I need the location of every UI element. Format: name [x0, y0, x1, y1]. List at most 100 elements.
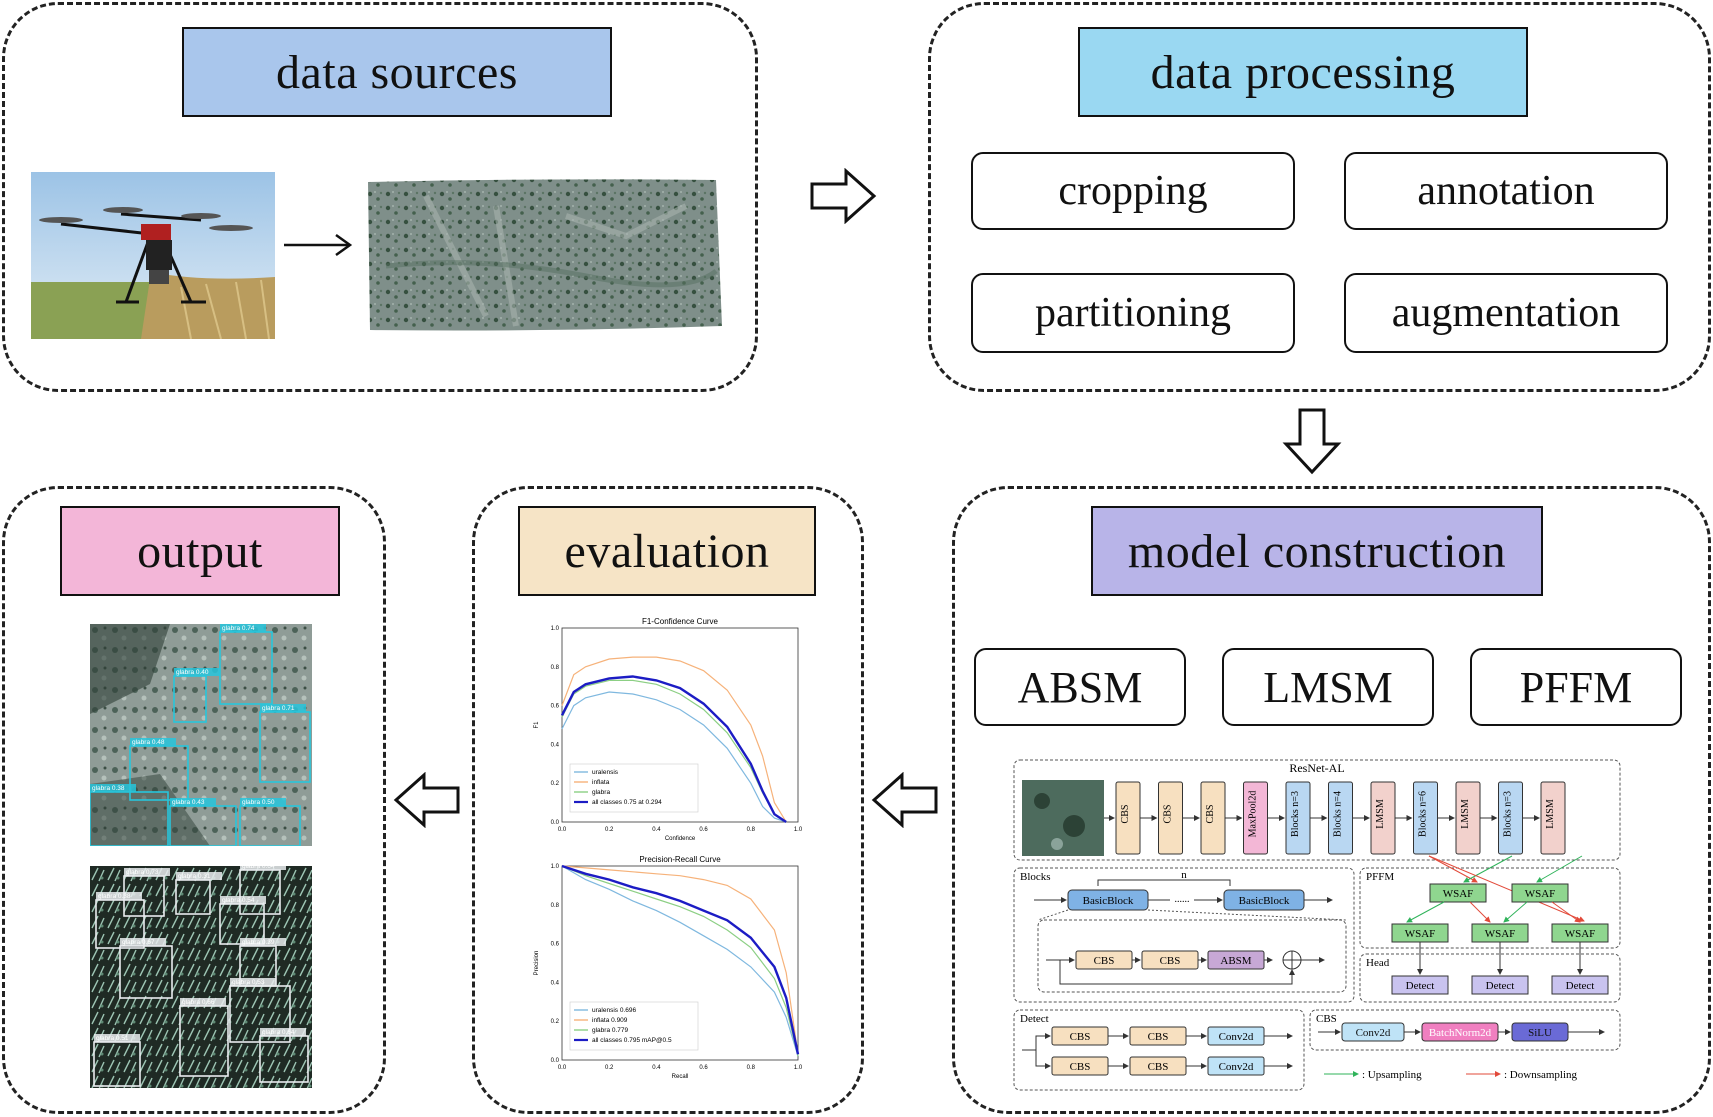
detect-chain-label-0-0: CBS: [1070, 1031, 1091, 1043]
det2-tag-bg-10: [94, 1034, 140, 1042]
cbs-frame-label: CBS: [1316, 1013, 1337, 1025]
blocks-label: Blocks: [1020, 871, 1051, 883]
wsaf-label-1: WSAF: [1525, 888, 1556, 900]
precision-recall-chart: Precision-Recall Curve0.00.00.20.20.40.4…: [534, 855, 803, 1080]
f1svg-xtick-5: 1.0: [794, 827, 803, 833]
prsvg-ytick-3: 0.6: [551, 942, 560, 948]
detect-frame-label: Detect: [1020, 1013, 1049, 1025]
f1svg-ytick-4: 0.8: [551, 665, 560, 671]
backbone-block-10: [1540, 781, 1566, 855]
f1svg-ytick-0: 0.0: [551, 820, 560, 826]
det2-tag-7: glabra 0.53: [232, 979, 265, 986]
pffm-module: PFFM: [1470, 648, 1682, 726]
detect-chain-label-0-2: Conv2d: [1219, 1031, 1254, 1043]
prsvg-xtick-2: 0.4: [652, 1065, 661, 1071]
backbone-label-8: LMSM: [1460, 799, 1471, 829]
f1svg-legend-label-2: glabra: [592, 789, 610, 796]
detect-label-2: Detect: [1566, 980, 1595, 992]
det2-tag-bg-2: [240, 866, 286, 870]
wsaf-label-2: WSAF: [1405, 928, 1436, 940]
detect-label-1: Detect: [1486, 980, 1515, 992]
flow-arrow-left-icon-2: [393, 772, 460, 828]
det1-tag-bg-6: [240, 798, 286, 806]
prsvg-legend-label-0: uralensis 0.696: [592, 1007, 636, 1014]
f1svg-legend: [569, 763, 699, 813]
model-construction-panel: [952, 486, 1711, 1114]
detect-chain-label-0-1: CBS: [1148, 1031, 1169, 1043]
wsaf-label-3: WSAF: [1485, 928, 1516, 940]
prsvg-ylabel: Precision: [534, 951, 540, 976]
backbone-label-6: LMSM: [1375, 799, 1386, 829]
f1svg-legend-label-1: inflata: [592, 779, 610, 786]
det2-tag-bg-7: [230, 978, 276, 986]
detect-block-0: [1391, 975, 1449, 995]
prsvg-legend-label-2: glabra 0.779: [592, 1027, 629, 1034]
det1-tag-6: glabra 0.50: [242, 799, 275, 806]
det2-tag-bg-3: [220, 896, 266, 904]
det1-tag-bg-4: [90, 784, 136, 792]
det2-tag-3: glabra 0.54: [222, 897, 255, 904]
prsvg-xtick-3: 0.6: [699, 1065, 708, 1071]
data-processing-title: data processing: [1078, 27, 1528, 117]
f1svg-series-0: [561, 691, 787, 823]
wsaf-label-4: WSAF: [1565, 928, 1596, 940]
det1-tag-bg-1: [174, 668, 220, 676]
f1svg-ytick-5: 1.0: [551, 626, 560, 632]
prsvg-series-0: [561, 865, 799, 1057]
cbs-chain-label-1: BatchNorm2d: [1429, 1027, 1492, 1039]
prsvg-xlabel: Recall: [672, 1074, 689, 1080]
det2-tag-10: glabra 0.51: [96, 1035, 129, 1042]
f1svg-ytick-1: 0.2: [551, 781, 560, 787]
f1svg-xtick-2: 0.4: [652, 827, 661, 833]
det2-tag-5: glabra 0.67: [122, 939, 155, 946]
inner-label-2: ABSM: [1220, 955, 1251, 967]
orthomosaic-image: [366, 176, 724, 334]
det2-tag-8: glabra 0.66: [182, 999, 215, 1006]
f1svg-xtick-3: 0.6: [699, 827, 708, 833]
cbs-chain-label-0: Conv2d: [1356, 1027, 1391, 1039]
f1svg-xtick-4: 0.8: [747, 827, 756, 833]
flow-arrow-down-icon: [1282, 408, 1342, 475]
head-label: Head: [1366, 957, 1390, 969]
prsvg-ytick-5: 1.0: [551, 864, 560, 870]
det1-tag-4: glabra 0.38: [92, 785, 125, 792]
det1-tag-0: glabra 0.74: [222, 625, 255, 632]
f1svg-ytick-3: 0.6: [551, 704, 560, 710]
f1-confidence-chart: F1-Confidence Curve0.00.00.20.20.40.40.6…: [534, 617, 803, 842]
inner-label-0: CBS: [1094, 955, 1115, 967]
det2-tag-0: glabra 0.73: [126, 869, 159, 876]
det2-tag-bg-9: [260, 1028, 306, 1036]
augmentation-step: augmentation: [1344, 273, 1668, 353]
wsaf-label-0: WSAF: [1443, 888, 1474, 900]
cropping-step: cropping: [971, 152, 1295, 230]
flow-arrow-left-icon-1: [871, 772, 938, 828]
prsvg-legend: [569, 1001, 699, 1051]
absm-module: ABSM: [974, 648, 1186, 726]
prsvg-ytick-2: 0.4: [551, 980, 560, 986]
f1svg-legend-label-0: uralensis: [592, 769, 619, 776]
det2-tag-2: glabra 0.64: [242, 866, 275, 870]
det1-tag-3: glabra 0.48: [132, 739, 165, 746]
backbone-label-7: Blocks n=6: [1418, 791, 1429, 837]
model-construction-title: model construction: [1091, 506, 1543, 596]
det2-tag-bg-1: [176, 872, 222, 880]
det2-tag-1: glabra 0.31: [178, 873, 211, 880]
f1svg-xlabel: Confidence: [665, 836, 696, 842]
n-label: n: [1181, 869, 1187, 881]
det1-tag-bg-0: [220, 624, 266, 632]
prsvg-ytick-1: 0.2: [551, 1019, 560, 1025]
evaluation-title: evaluation: [518, 506, 816, 596]
prsvg-legend-label-3: all classes 0.795 mAP@0.5: [592, 1037, 672, 1044]
prsvg-xtick-4: 0.8: [747, 1065, 756, 1071]
detection-output-image-2: glabra 0.73 glabra 0.31 glabra 0.64 glabra …: [90, 866, 312, 1088]
pffm-label: PFFM: [1366, 871, 1394, 883]
prsvg-series-3: [561, 864, 800, 1055]
backbone-label-5: Blocks n=4: [1333, 791, 1344, 837]
prsvg-legend-label-1: inflata 0.909: [592, 1017, 628, 1024]
det2-tag-bg-0: [124, 868, 170, 876]
output-panel: [2, 486, 386, 1114]
legend-upsampling: : Upsampling: [1362, 1069, 1422, 1081]
f1svg-title: F1-Confidence Curve: [642, 617, 719, 626]
